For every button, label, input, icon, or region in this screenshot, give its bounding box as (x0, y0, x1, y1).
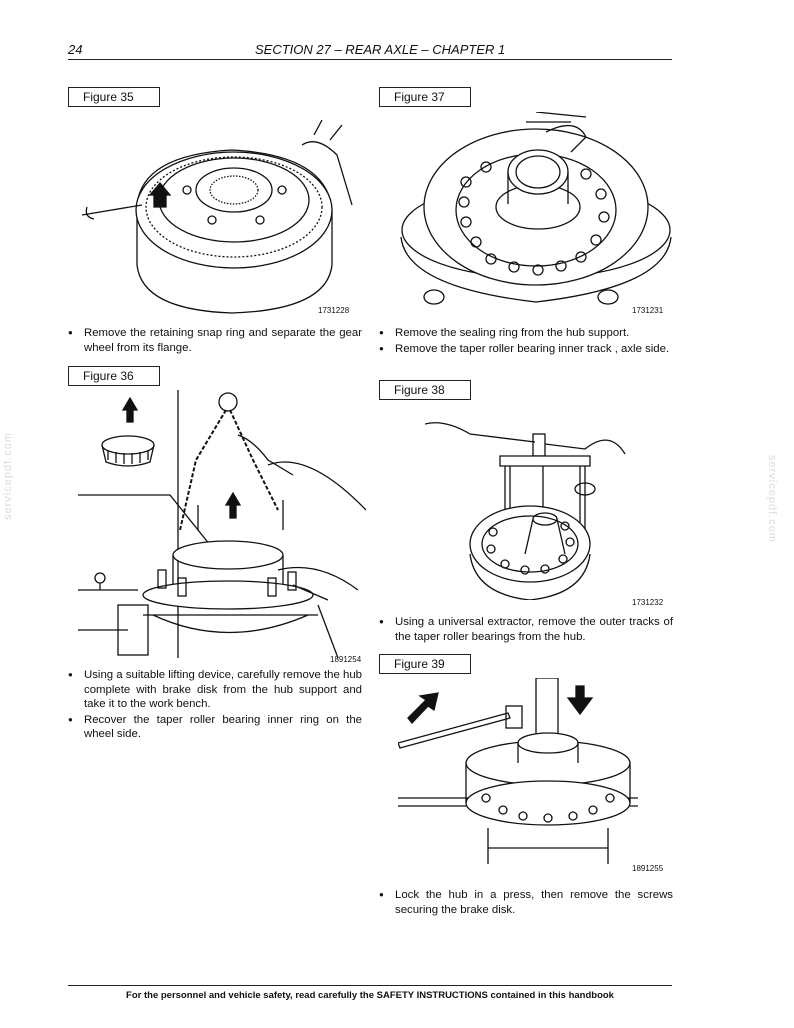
watermark-left: servicepdf.com (2, 432, 14, 520)
figure-36-instructions: Using a suitable lifting device, careful… (68, 668, 362, 743)
figure-36-label: Figure 36 (68, 366, 160, 386)
safety-footer: For the personnel and vehicle safety, re… (126, 990, 614, 1001)
figure-35-code: 1731228 (318, 306, 350, 315)
instruction-item: Using a suitable lifting device, careful… (68, 668, 362, 712)
figure-38-instructions: Using a universal extractor, remove the … (379, 615, 673, 645)
instruction-item: Recover the taper roller bearing inner r… (68, 713, 362, 742)
instruction-item: Remove the sealing ring from the hub sup… (379, 326, 673, 341)
figure-39-code: 1891255 (632, 864, 664, 873)
universal-extractor-illustration (425, 404, 637, 600)
figure-36-code: 1891254 (330, 655, 362, 664)
figure-38-code: 1731232 (632, 598, 664, 607)
footer-divider (68, 985, 672, 986)
figure-35-instructions: Remove the retaining snap ring and separ… (68, 326, 362, 356)
section-title: SECTION 27 – REAR AXLE – CHAPTER 1 (255, 42, 506, 57)
figure-37-instructions: Remove the sealing ring from the hub sup… (379, 326, 673, 357)
instruction-item: Using a universal extractor, remove the … (379, 615, 673, 644)
hub-press-illustration (398, 678, 638, 864)
figure-39-label: Figure 39 (379, 654, 471, 674)
instruction-item: Remove the retaining snap ring and separ… (68, 326, 362, 355)
page-header: 24 SECTION 27 – REAR AXLE – CHAPTER 1 (68, 40, 672, 60)
hub-lifting-chain-illustration (78, 390, 366, 658)
hub-sealing-ring-illustration (396, 112, 676, 312)
hub-snap-ring-illustration (82, 115, 362, 315)
instruction-item: Remove the taper roller bearing inner tr… (379, 342, 673, 357)
figure-35-label: Figure 35 (68, 87, 160, 107)
figure-38-label: Figure 38 (379, 380, 471, 400)
figure-39-instructions: Lock the hub in a press, then remove the… (379, 888, 673, 918)
watermark-right: servicepdf.com (766, 455, 778, 543)
figure-37-label: Figure 37 (379, 87, 471, 107)
page-number: 24 (68, 42, 83, 57)
instruction-item: Lock the hub in a press, then remove the… (379, 888, 673, 917)
figure-37-code: 1731231 (632, 306, 664, 315)
